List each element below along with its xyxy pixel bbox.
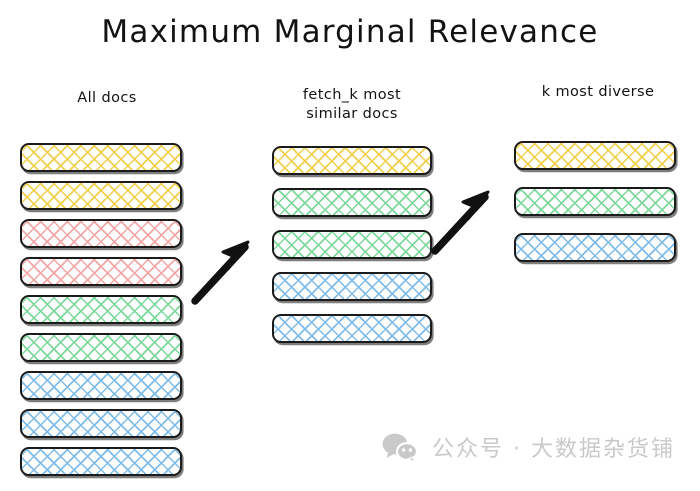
doc-bar bbox=[272, 188, 432, 217]
doc-bar bbox=[20, 371, 182, 400]
doc-bar bbox=[20, 447, 182, 476]
doc-bar bbox=[514, 141, 676, 170]
doc-bar bbox=[272, 314, 432, 343]
column-fetch-k-similar bbox=[272, 146, 432, 356]
watermark: 公众号 · 大数据杂货铺 bbox=[382, 431, 675, 463]
watermark-text: 公众号 · 大数据杂货铺 bbox=[432, 437, 675, 462]
doc-bar bbox=[20, 295, 182, 324]
doc-bar bbox=[20, 219, 182, 248]
column-heading-k-most-diverse: k most diverse bbox=[541, 84, 655, 100]
arrow-fetch-to-diverse-icon bbox=[431, 190, 490, 255]
page-title: Maximum Marginal Relevance bbox=[101, 14, 599, 50]
doc-bar bbox=[20, 333, 182, 362]
wechat-icon bbox=[382, 433, 418, 462]
doc-bar bbox=[20, 257, 182, 286]
doc-bar bbox=[20, 181, 182, 210]
arrow-all-to-fetch-icon bbox=[191, 240, 250, 305]
doc-bar bbox=[514, 233, 676, 262]
column-heading-fetch-k-similar: fetch_k most similar docs bbox=[302, 87, 402, 122]
column-k-most-diverse bbox=[514, 141, 676, 279]
doc-bar bbox=[272, 230, 432, 259]
column-heading-all-docs: All docs bbox=[77, 90, 137, 106]
doc-bar bbox=[272, 272, 432, 301]
doc-bar bbox=[272, 146, 432, 175]
doc-bar bbox=[514, 187, 676, 216]
doc-bar bbox=[20, 409, 182, 438]
column-all-docs bbox=[20, 143, 182, 485]
doc-bar bbox=[20, 143, 182, 172]
